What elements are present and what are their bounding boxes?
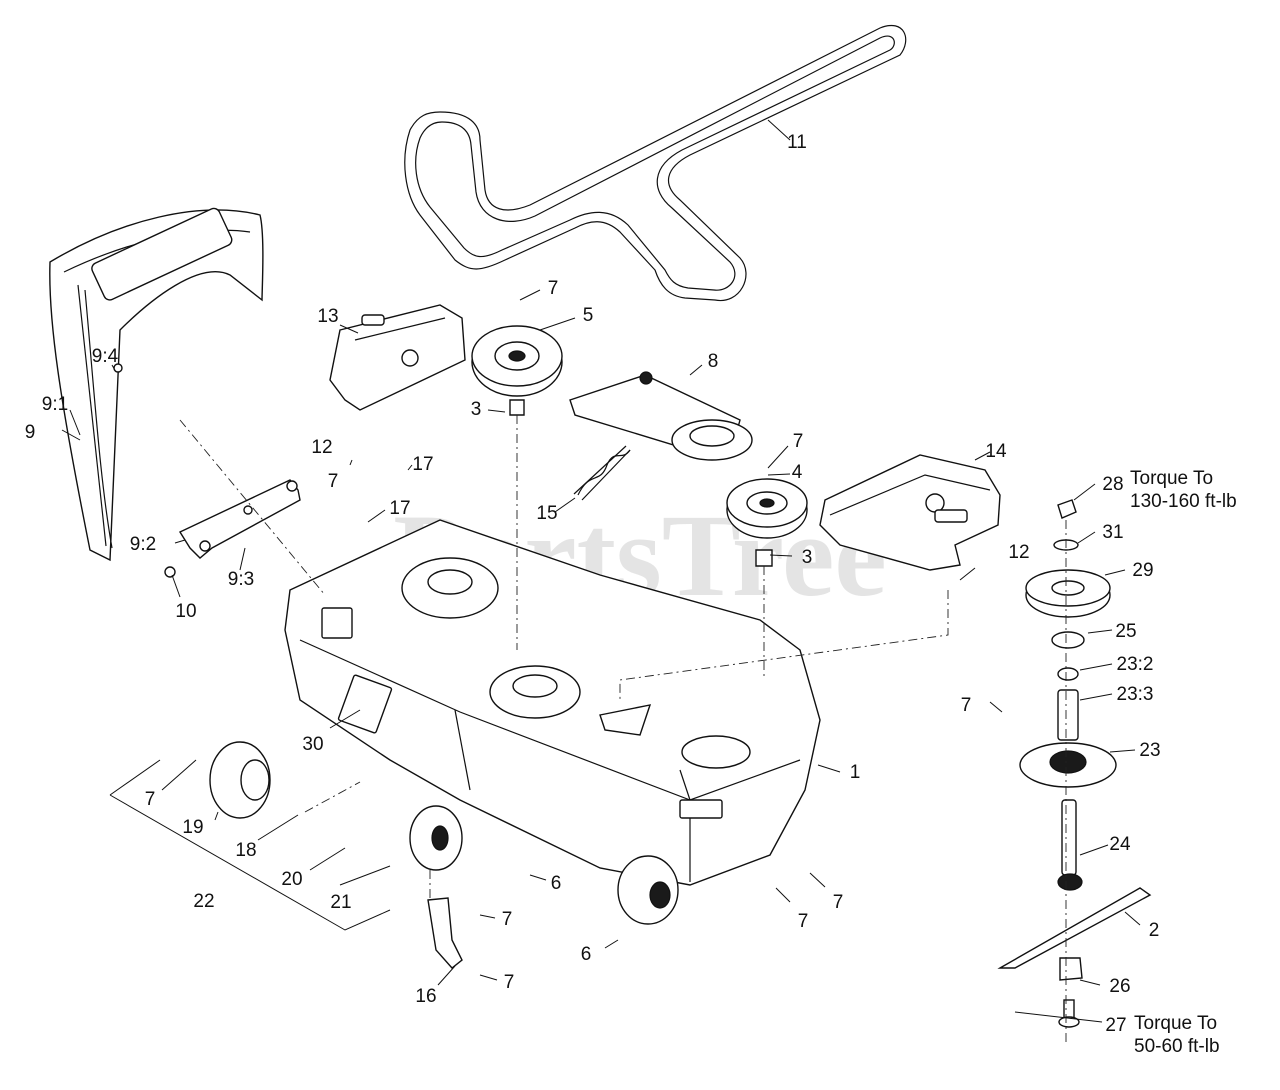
callout-c12a: 12: [311, 437, 332, 458]
callout-c9_1: 9:1: [42, 394, 68, 415]
callout-c24: 24: [1109, 834, 1131, 855]
callout-c16: 16: [415, 986, 436, 1007]
front-roller-19: [209, 741, 271, 819]
callout-c25: 25: [1115, 621, 1136, 642]
callout-c10: 10: [175, 601, 196, 622]
cover-bracket: [178, 479, 301, 559]
callout-c23: 23: [1139, 740, 1160, 761]
callout-c9: 9: [25, 422, 36, 443]
callout-c29: 29: [1132, 560, 1153, 581]
left-belt-cover: [49, 207, 264, 562]
callout-c23_2: 23:2: [1117, 654, 1154, 675]
callout-c13: 13: [317, 306, 338, 327]
leader-lines: [61, 119, 1141, 1023]
callout-c7i: 7: [504, 972, 515, 993]
callout-c1: 1: [850, 762, 861, 783]
callout-c22: 22: [193, 891, 214, 912]
callout-c11: 11: [787, 132, 807, 153]
callout-c7e: 7: [145, 789, 156, 810]
callout-c23_3: 23:3: [1117, 684, 1154, 705]
callout-c8: 8: [708, 351, 719, 372]
callout-c5: 5: [583, 305, 594, 326]
callout-c19: 19: [182, 817, 203, 838]
bolt-10: [164, 566, 176, 578]
callout-c7d: 7: [961, 695, 972, 716]
callout-c6b: 6: [581, 944, 592, 965]
deck-wheel-right: [617, 855, 679, 925]
callout-c17b: 17: [389, 498, 410, 519]
drive-belt: [404, 25, 907, 302]
callout-c31: 31: [1102, 522, 1123, 543]
right-belt-cover: [819, 454, 1001, 571]
callout-c26: 26: [1109, 976, 1130, 997]
callout-c7b: 7: [793, 431, 804, 452]
callout-c7f: 7: [502, 909, 513, 930]
torque-note-lower-line1: Torque To: [1134, 1013, 1217, 1034]
callout-c3a: 3: [471, 399, 482, 420]
callout-c9_2: 9:2: [130, 534, 156, 555]
spindle-assembly: [997, 499, 1152, 1028]
callout-c4: 4: [792, 462, 803, 483]
torque-note-upper: Torque To 130-160 ft-lb: [1130, 468, 1237, 512]
callout-c28: 28: [1102, 474, 1123, 495]
callout-c21: 21: [330, 892, 351, 913]
callout-c7a: 7: [548, 278, 559, 299]
callout-c14: 14: [985, 441, 1007, 462]
spring-15: [573, 445, 631, 501]
idler-pulley-5: [471, 325, 563, 416]
callout-c7h: 7: [798, 911, 809, 932]
idler-arm-8: [569, 371, 753, 461]
mower-deck: [284, 519, 821, 886]
torque-note-upper-line2: 130-160 ft-lb: [1130, 491, 1237, 512]
callout-c15: 15: [536, 503, 557, 524]
deck-wheel-left: [409, 805, 463, 871]
callout-c20: 20: [281, 869, 302, 890]
torque-note-lower: Torque To 50-60 ft-lb: [1134, 1013, 1220, 1057]
callout-c18: 18: [235, 840, 256, 861]
idler-pulley-4: [726, 478, 808, 567]
torque-note-lower-line2: 50-60 ft-lb: [1134, 1036, 1220, 1057]
callout-c12b: 12: [1008, 542, 1029, 563]
callout-c2: 2: [1149, 920, 1160, 941]
callout-c30: 30: [302, 734, 323, 755]
callout-c3b: 3: [802, 547, 813, 568]
callout-c7c: 7: [328, 471, 339, 492]
callout-c9_3: 9:3: [228, 569, 254, 590]
callout-c17a: 17: [412, 454, 433, 475]
center-belt-cover: [329, 304, 466, 411]
callout-c9_4: 9:4: [92, 346, 119, 367]
callout-c6a: 6: [551, 873, 562, 894]
alignment-lines: [179, 415, 1067, 1045]
deflector-16: [427, 897, 463, 969]
torque-note-upper-line1: Torque To: [1130, 468, 1213, 489]
callout-c7g: 7: [833, 892, 844, 913]
callout-c27: 27: [1105, 1015, 1126, 1036]
